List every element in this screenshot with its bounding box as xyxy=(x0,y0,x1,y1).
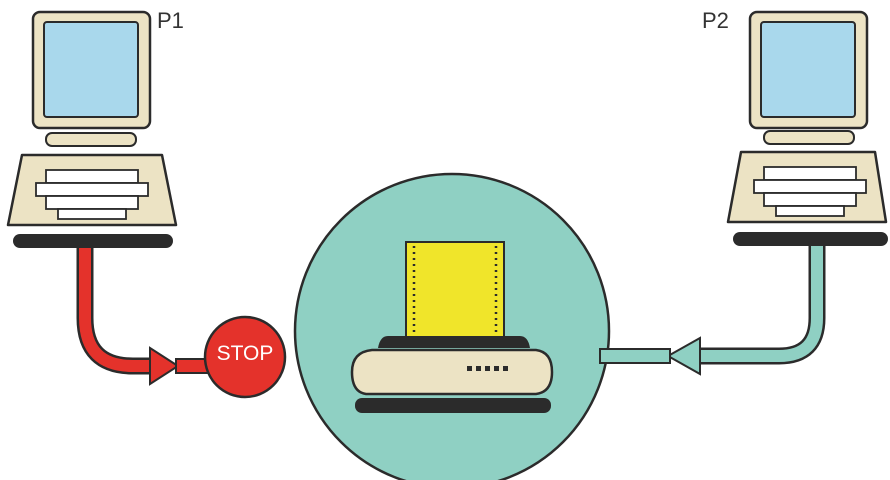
computer-p2 xyxy=(728,12,888,246)
printer-body xyxy=(352,350,552,394)
computer-p1-label: P1 xyxy=(157,8,184,34)
p2-tray-1 xyxy=(764,167,856,180)
p1-screen xyxy=(44,22,138,117)
p1-tray-1 xyxy=(46,170,138,183)
active-arrow-head xyxy=(668,338,700,374)
printer-paper xyxy=(406,242,504,338)
p2-stand xyxy=(764,131,854,144)
p1-shelf xyxy=(13,234,173,248)
p2-tray-4 xyxy=(776,206,844,216)
p2-tray-3 xyxy=(764,193,856,206)
computer-p2-label: P2 xyxy=(702,8,729,34)
p2-tray-2 xyxy=(754,180,866,193)
p2-shelf xyxy=(733,232,888,246)
p1-tray-4 xyxy=(58,209,126,219)
p1-tray-2 xyxy=(36,183,148,196)
blocked-arrow-head xyxy=(150,348,178,384)
computer-p1 xyxy=(8,12,176,248)
active-arrow xyxy=(600,246,817,374)
p1-stand xyxy=(46,133,136,146)
blocked-arrow xyxy=(85,248,208,384)
p2-screen xyxy=(761,22,855,117)
p1-tray-3 xyxy=(46,196,138,209)
stop-sign-label: STOP xyxy=(203,342,287,366)
